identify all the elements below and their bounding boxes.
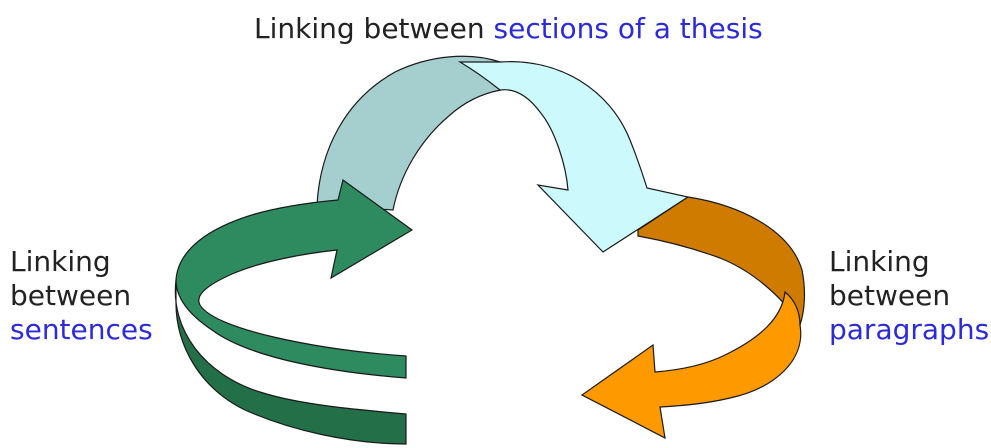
label-thesis: Linking between sections of a thesis (254, 12, 763, 46)
label-thesis-accent: sections of a thesis (493, 12, 763, 45)
label-paragraphs: Linking between paragraphs (829, 245, 989, 347)
sentences-arrow-front-band (175, 178, 414, 379)
paragraphs-arrow-front-band (580, 290, 802, 440)
label-sentences-line2: between (10, 279, 132, 312)
label-sentences-line1: Linking (10, 245, 111, 278)
thesis-arrow-front-band (457, 61, 690, 253)
paragraphs-arrow-top-band (637, 196, 806, 327)
label-sentences: Linking between sentences (10, 245, 153, 347)
label-paragraphs-accent: paragraphs (829, 313, 990, 346)
sentences-arrow-side-band (174, 279, 407, 445)
label-thesis-prefix: Linking between (254, 12, 485, 45)
label-paragraphs-line1: Linking (829, 245, 930, 278)
label-sentences-accent: sentences (10, 313, 153, 346)
label-paragraphs-line2: between (829, 279, 951, 312)
